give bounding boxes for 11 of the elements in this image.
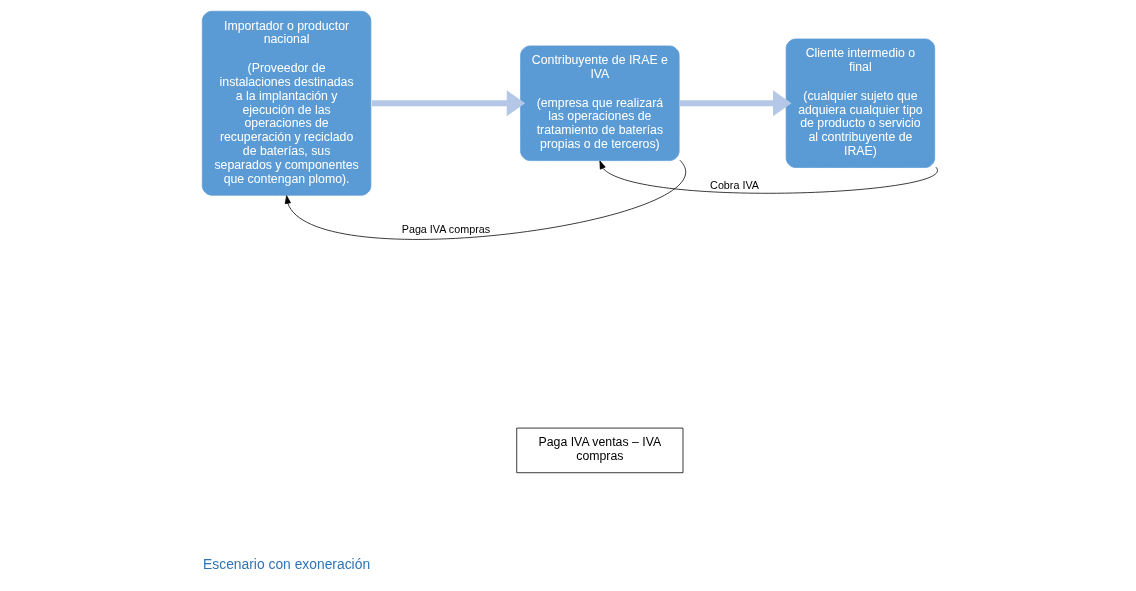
- edge-label: Cobra IVA: [710, 178, 759, 191]
- arrow: [372, 90, 526, 117]
- node-box: Importador o productor nacional (Proveedor de instalaciones destinadas a la implantación y ejecución de las operaciones de recuperación y reciclado de baterías, sus separados y componentes que contengan plomo).: [201, 10, 372, 196]
- arrow: [679, 90, 792, 117]
- node-box: Cliente intermedio o final (cualquier sujeto que adquiera cualquier tipo de producto o servicio al contribuyente de IRAE): [785, 38, 936, 168]
- node-box: Contribuyente de IRAE e IVA (empresa que realizará las operaciones de tratamiento de baterías propias o de terceros): [520, 45, 680, 161]
- edge-label: Paga IVA compras: [401, 222, 491, 235]
- arrow: [599, 160, 937, 194]
- arrow: [284, 159, 686, 240]
- label: Escenario con exoneración: [203, 556, 371, 573]
- node-box: Paga IVA ventas – IVA compras: [516, 427, 684, 474]
